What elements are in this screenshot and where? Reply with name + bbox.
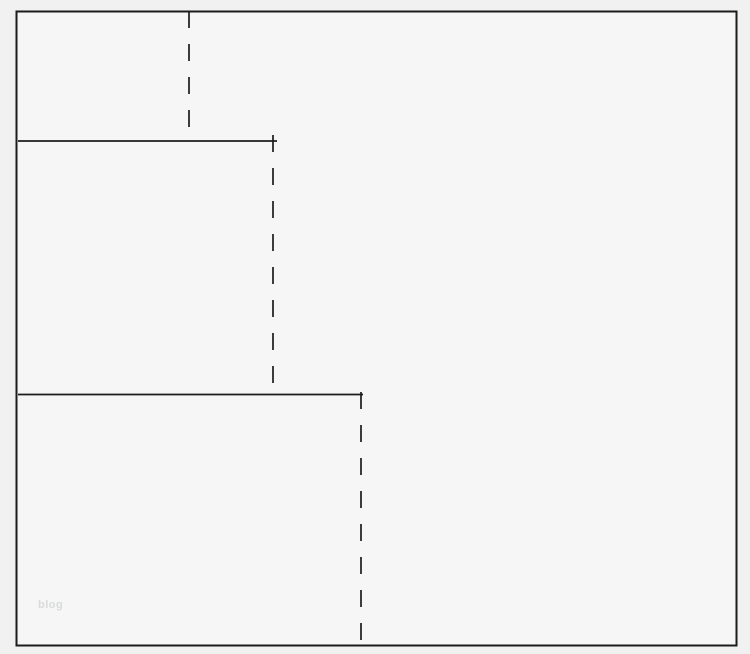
diagram-frame	[15, 10, 738, 647]
blog-watermark: blog	[38, 599, 64, 611]
